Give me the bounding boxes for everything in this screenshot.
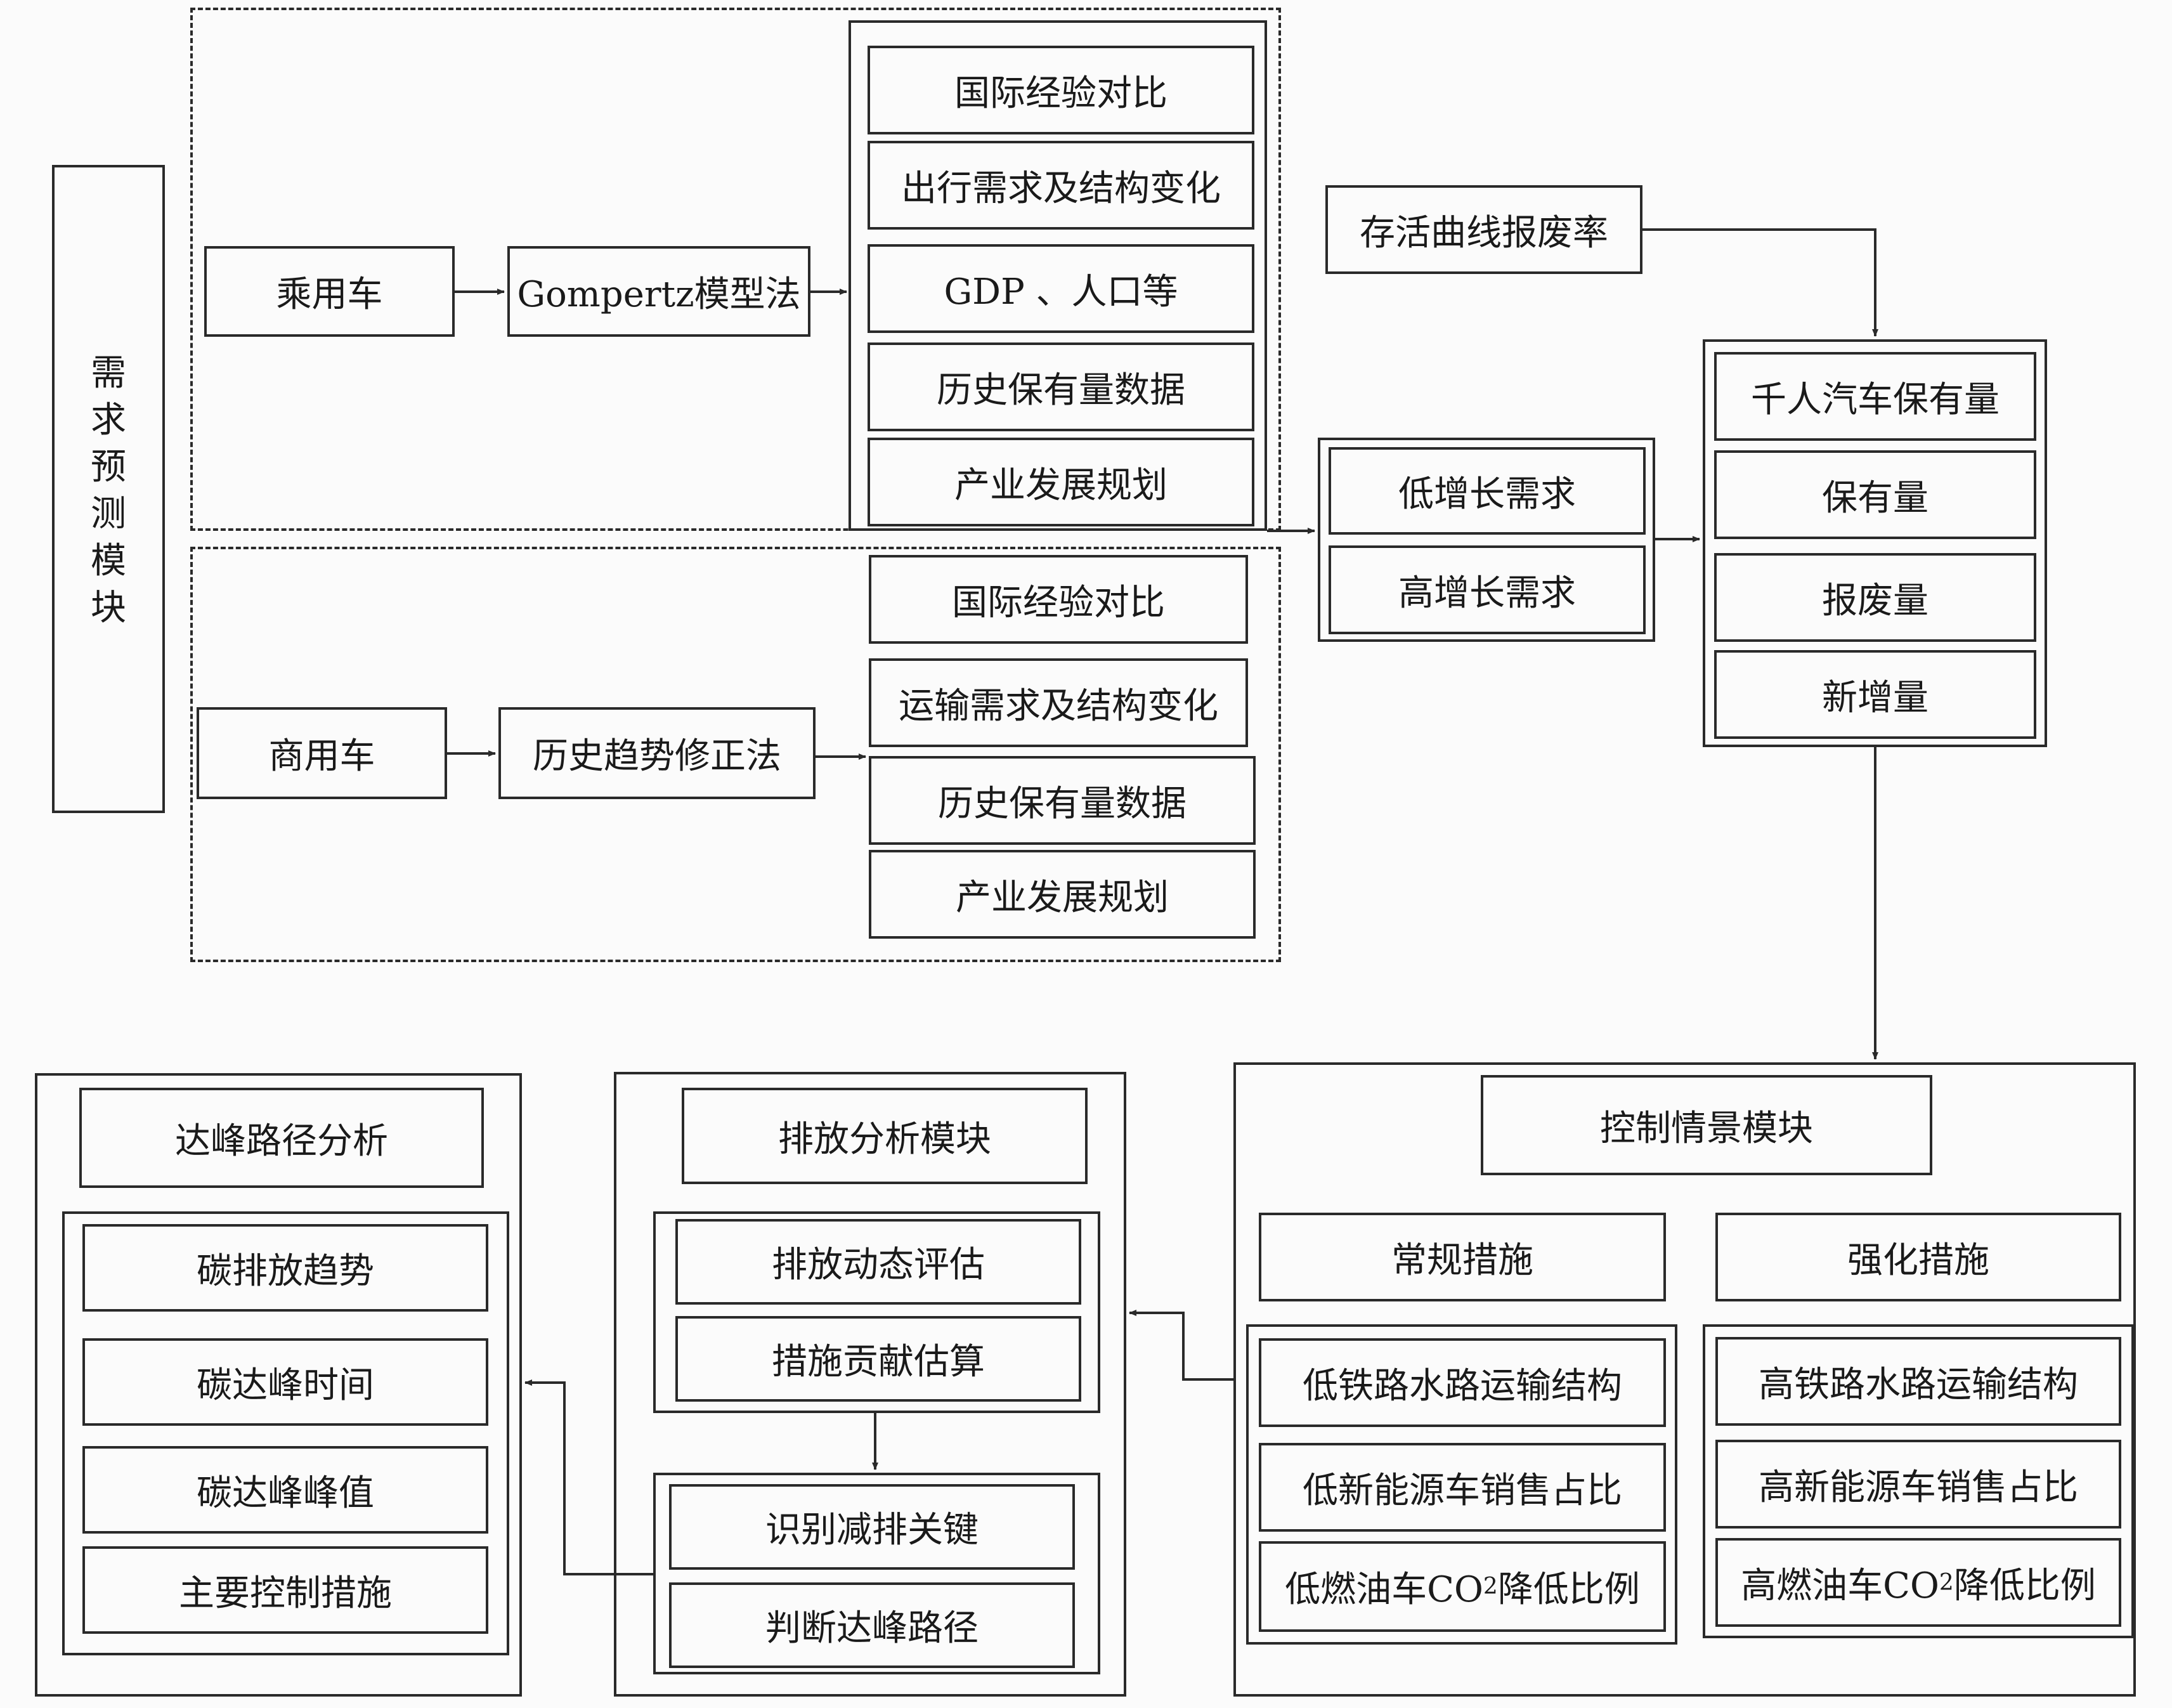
demand-title-char: 模 (91, 540, 126, 582)
commercial-factor: 国际经验对比 (869, 555, 1248, 644)
arrow-control-to-emission (1129, 1310, 1233, 1381)
peak-item: 碳达峰时间 (82, 1338, 488, 1426)
regular-measure: 低铁路水路运输结构 (1259, 1338, 1666, 1427)
passenger-car-box: 乘用车 (204, 246, 455, 337)
demand-title-char: 测 (91, 493, 126, 535)
passenger-factor: 国际经验对比 (868, 46, 1254, 134)
passenger-factor: GDP 、人口等 (868, 244, 1254, 333)
peak-item: 主要控制措施 (82, 1546, 488, 1634)
emission-path-item: 识别减排关键 (669, 1484, 1075, 1570)
passenger-factor: 历史保有量数据 (868, 342, 1254, 431)
demand-title-char: 求 (91, 400, 126, 441)
strong-measure: 高新能源车销售占比 (1715, 1440, 2121, 1529)
emission-eval-item: 排放动态评估 (675, 1219, 1081, 1305)
stock-item: 报废量 (1714, 553, 2036, 642)
commercial-group (190, 547, 1281, 962)
stock-item: 保有量 (1714, 450, 2036, 539)
regular-measures-title: 常规措施 (1259, 1213, 1666, 1301)
peak-item: 碳排放趋势 (82, 1224, 488, 1312)
passenger-factor: 产业发展规划 (868, 438, 1254, 526)
arrow-survival-to-stock (1642, 228, 1878, 337)
commercial-factor: 运输需求及结构变化 (869, 658, 1248, 747)
commercial-factor: 历史保有量数据 (869, 756, 1256, 845)
demand-title-char: 块 (91, 587, 126, 629)
low-growth-box: 低增长需求 (1329, 447, 1646, 535)
emission-analysis-title: 排放分析模块 (682, 1088, 1088, 1184)
passenger-group (190, 8, 1281, 531)
peak-path-title: 达峰路径分析 (79, 1088, 484, 1188)
strong-measure: 高铁路水路运输结构 (1715, 1337, 2121, 1426)
emission-eval-item: 措施贡献估算 (675, 1316, 1081, 1402)
regular-measure: 低新能源车销售占比 (1259, 1443, 1666, 1532)
survival-curve-box: 存活曲线报废率 (1325, 185, 1642, 274)
demand-title-char: 预 (91, 447, 126, 488)
emission-path-item: 判断达峰路径 (669, 1582, 1075, 1668)
stock-item: 千人汽车保有量 (1714, 352, 2036, 441)
strong-measures-title: 强化措施 (1715, 1213, 2121, 1301)
passenger-factor: 出行需求及结构变化 (868, 141, 1254, 230)
stock-item: 新增量 (1714, 650, 2036, 739)
demand-forecast-module: 需 求 预 测 模 块 (52, 165, 165, 813)
trend-correction-method-box: 历史趋势修正法 (498, 707, 816, 799)
commercial-car-box: 商用车 (197, 707, 447, 799)
arrow-emission-to-peak (524, 1379, 653, 1575)
peak-item: 碳达峰峰值 (82, 1446, 488, 1534)
demand-title-char: 需 (91, 353, 126, 394)
high-growth-box: 高增长需求 (1329, 545, 1646, 634)
gompertz-method-box: Gompertz模型法 (507, 246, 810, 337)
control-scenario-title: 控制情景模块 (1481, 1075, 1932, 1175)
commercial-factor: 产业发展规划 (869, 850, 1256, 939)
